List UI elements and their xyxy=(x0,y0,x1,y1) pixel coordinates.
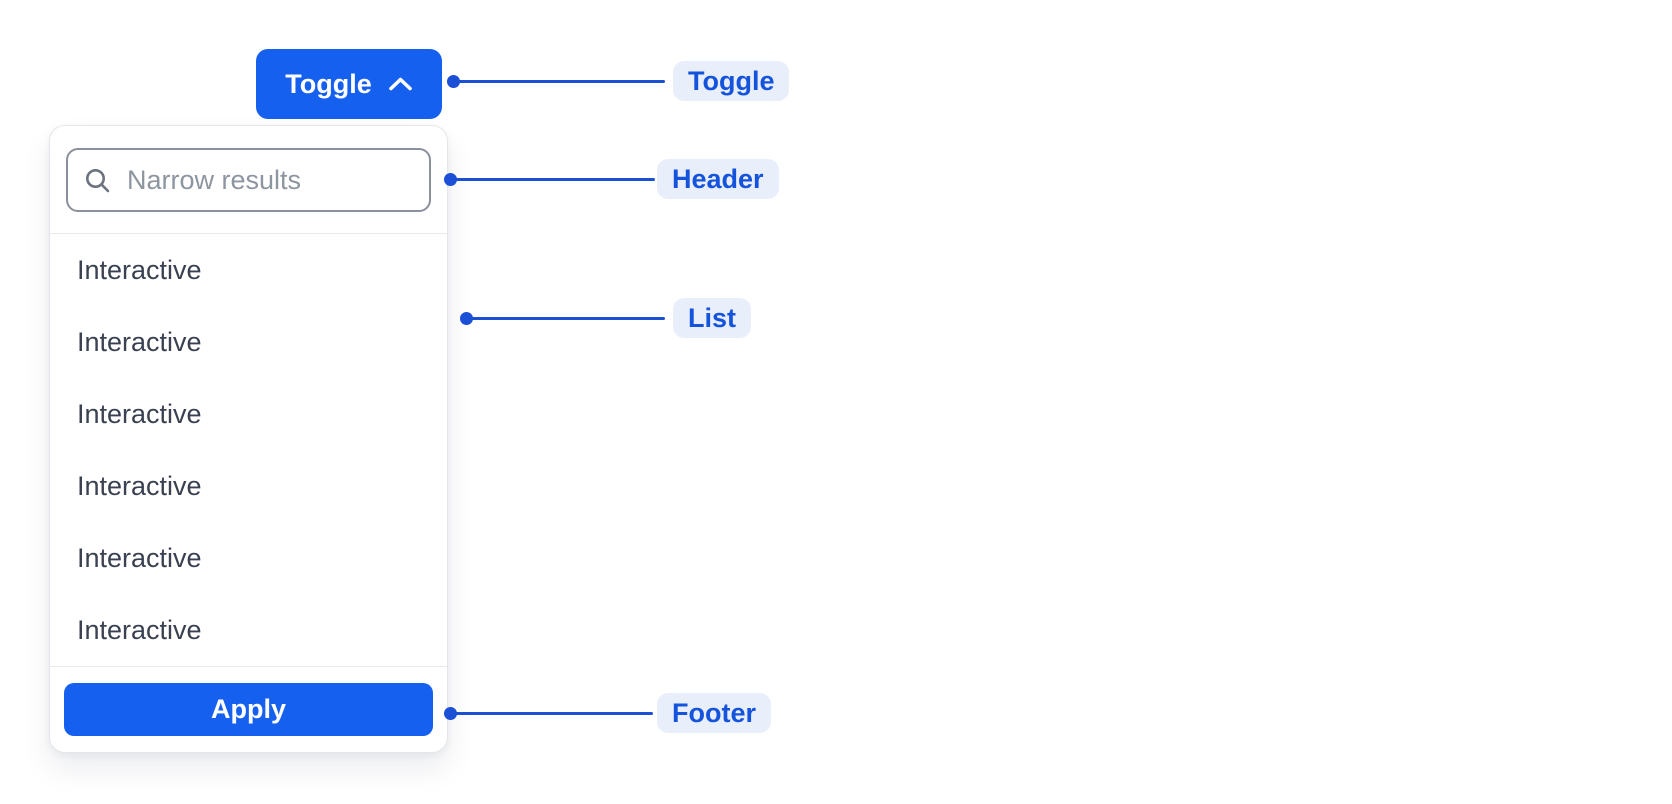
connector-line xyxy=(450,177,655,181)
connector-dot xyxy=(443,172,457,186)
dropdown-panel: Interactive Interactive Interactive Inte… xyxy=(49,125,448,753)
annotation-label-toggle: Toggle xyxy=(673,61,790,101)
annotation-label-footer: Footer xyxy=(657,693,771,733)
toggle-button-label: Toggle xyxy=(285,68,372,99)
annotation-label-list: List xyxy=(673,298,752,338)
apply-button[interactable]: Apply xyxy=(64,683,433,736)
connector-line xyxy=(453,79,665,83)
list-item[interactable]: Interactive xyxy=(77,470,202,501)
dropdown-list: Interactive Interactive Interactive Inte… xyxy=(50,234,447,666)
list-item[interactable]: Interactive xyxy=(77,254,202,285)
list-item[interactable]: Interactive xyxy=(77,614,202,645)
annotation-label-header: Header xyxy=(657,159,779,199)
connector-line xyxy=(466,316,665,320)
connector-line xyxy=(450,711,653,715)
connector-dot xyxy=(459,311,473,325)
connector-dot xyxy=(443,706,457,720)
search-input[interactable] xyxy=(125,163,413,197)
list-item[interactable]: Interactive xyxy=(77,398,202,429)
search-icon xyxy=(84,167,111,194)
dropdown-footer: Apply xyxy=(50,666,447,752)
list-item[interactable]: Interactive xyxy=(77,326,202,357)
list-item[interactable]: Interactive xyxy=(77,542,202,573)
chevron-up-icon xyxy=(388,76,413,92)
dropdown-header xyxy=(50,126,447,234)
connector-dot xyxy=(446,74,460,88)
toggle-button[interactable]: Toggle xyxy=(256,49,442,119)
search-box[interactable] xyxy=(66,148,431,212)
